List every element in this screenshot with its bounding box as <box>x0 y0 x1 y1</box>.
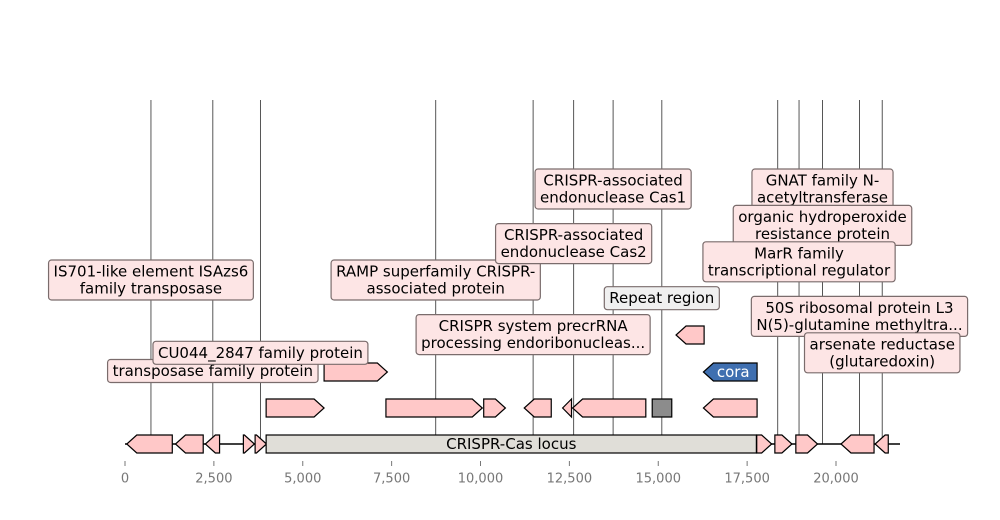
axis-tick-label: 0 <box>121 472 129 487</box>
label-box <box>330 259 541 301</box>
label-text: 50S ribosomal protein L3 <box>765 299 953 317</box>
axis-tick-label: 5,000 <box>284 472 321 487</box>
feature-track: cora <box>125 325 889 454</box>
gene-arrow-5 <box>756 434 773 454</box>
axis-tick-label: 20,000 <box>813 472 859 487</box>
axis-tick-label: 15,000 <box>636 472 682 487</box>
label-box <box>702 241 896 283</box>
gene-arrow-13 <box>523 398 552 418</box>
gene-arrow-6 <box>774 434 793 454</box>
label-box <box>603 286 720 311</box>
gene-arrow-14 <box>561 397 573 419</box>
gene-arrow-10 <box>265 398 325 418</box>
label-text: associated protein <box>367 280 505 298</box>
label-text: endonuclease Cas2 <box>501 243 647 261</box>
label-text: organic hydroperoxide <box>738 208 907 226</box>
label-text: family transposase <box>80 280 222 298</box>
gene-arrow-7 <box>795 434 819 454</box>
label-text: processing endoribonucleas... <box>421 334 645 352</box>
label-text: Repeat region <box>609 289 714 307</box>
label-box <box>534 168 692 210</box>
label-box <box>47 259 254 301</box>
label-text: resistance protein <box>755 225 890 243</box>
label-text: MarR family <box>754 244 844 262</box>
crispr-cas-locus: CRISPR-Cas locus <box>265 434 757 454</box>
label-box <box>415 314 651 356</box>
gene-arrow-12 <box>483 398 507 418</box>
label-box <box>494 223 653 265</box>
feature-label-11: 50S ribosomal protein L3N(5)-glutamine m… <box>750 295 969 337</box>
label-text: arsenate reductase <box>810 335 955 353</box>
gene-arrow-17 <box>702 398 758 418</box>
crispr-cas-locus-label: CRISPR-Cas locus <box>446 435 576 453</box>
gene-arrow-18 <box>323 362 389 382</box>
repeat-region-block-16 <box>651 398 673 418</box>
label-text: endonuclease Cas1 <box>540 189 686 207</box>
axis-tick-label: 12,500 <box>547 472 593 487</box>
gene-arrow-0 <box>125 434 173 454</box>
axis-tick-label: 10,000 <box>458 472 504 487</box>
gene-arrow-4 <box>254 434 268 454</box>
label-text: CRISPR system precrRNA <box>439 317 629 335</box>
axis-tick-label: 2,500 <box>195 472 232 487</box>
gene-arrow-11 <box>385 398 484 418</box>
gene-arrow-15 <box>571 398 647 418</box>
feature-label-2: CU044_2847 family protein <box>152 340 369 365</box>
label-text: GNAT family N- <box>766 172 880 190</box>
cora-label: cora <box>717 363 750 381</box>
label-text: CRISPR-associated <box>543 172 682 190</box>
label-text: transcriptional regulator <box>708 261 891 279</box>
label-box <box>152 340 369 365</box>
label-text: CU044_2847 family protein <box>158 344 363 363</box>
feature-label-1: transposase family protein <box>106 358 319 384</box>
cora-gene-19 <box>702 362 758 382</box>
feature-label-3: RAMP superfamily CRISPR-associated prote… <box>330 259 541 301</box>
feature-label-8: GNAT family N-acetyltransferase <box>751 168 894 210</box>
feature-label-12: arsenate reductase(glutaredoxin) <box>803 332 961 374</box>
gene-arrow-20 <box>675 325 705 345</box>
axis-tick-label: 17,500 <box>724 472 770 487</box>
label-text: transposase family protein <box>113 362 313 380</box>
gene-arrow-9 <box>874 434 889 454</box>
label-box <box>803 332 961 374</box>
feature-label-7: Repeat region <box>603 286 720 311</box>
label-text: acetyltransferase <box>757 189 888 207</box>
crispr-cas-locus-box <box>265 434 757 454</box>
gene-arrow-1 <box>174 434 204 454</box>
label-text: (glutaredoxin) <box>829 352 935 370</box>
label-text: IS701-like element ISAzs6 <box>54 263 249 281</box>
x-axis: 0 2,500 5,000 7,500 10,000 12,500 15,000 17,500… <box>121 461 859 487</box>
gene-arrow-2 <box>204 434 221 454</box>
label-text: N(5)-glutamine methyltra... <box>756 316 962 334</box>
label-text: CRISPR-associated <box>504 226 643 244</box>
label-text: RAMP superfamily CRISPR- <box>336 263 535 281</box>
gene-arrow-8 <box>840 434 875 454</box>
axis-tick-label: 7,500 <box>373 472 410 487</box>
gene-arrow-3 <box>242 434 256 454</box>
